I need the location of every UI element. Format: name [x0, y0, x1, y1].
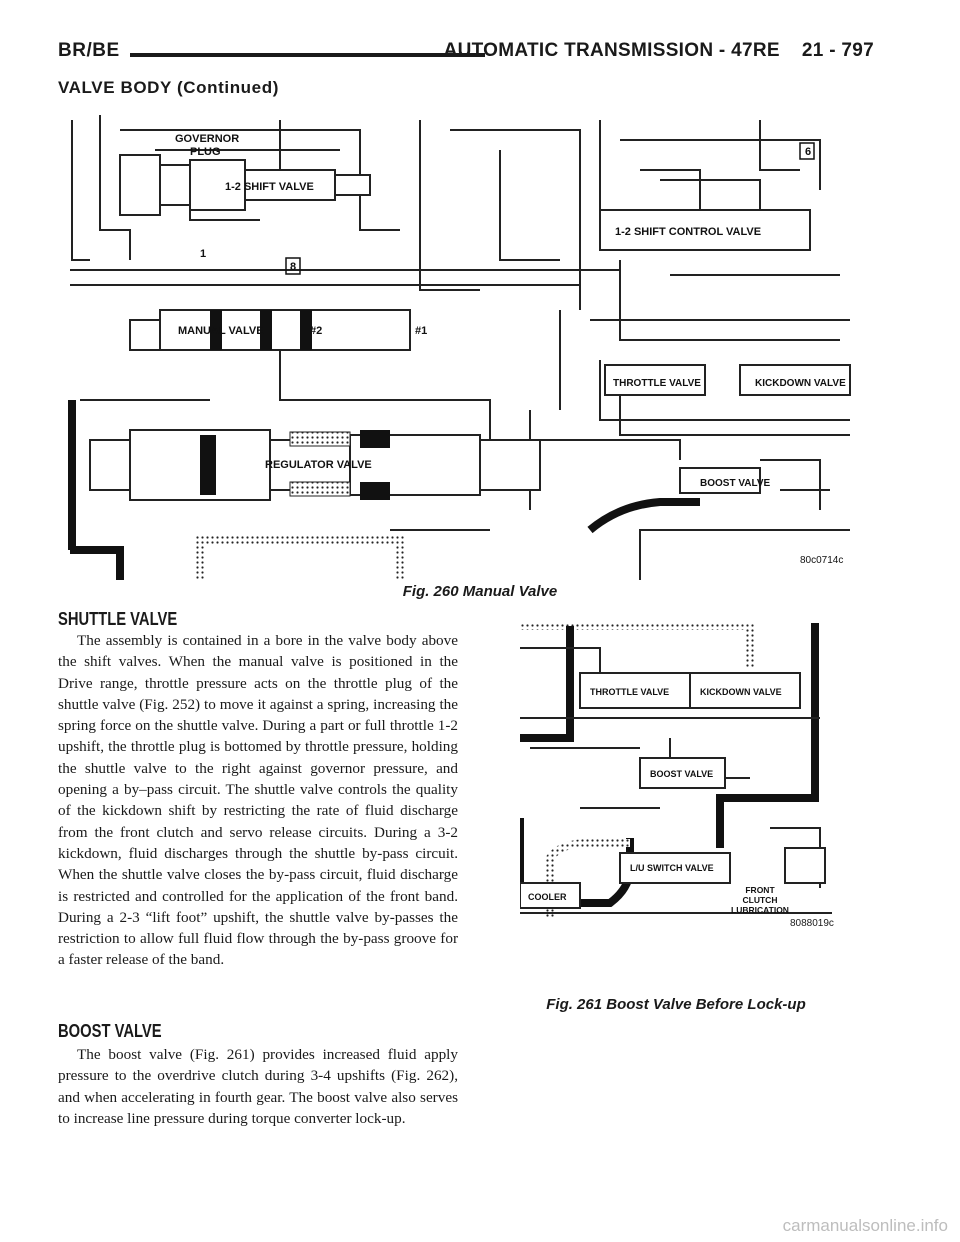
fig2-label-lu-switch-valve: L/U SWITCH VALVE	[630, 863, 714, 873]
figure2-caption: Fig. 261 Boost Valve Before Lock-up	[546, 996, 806, 1013]
label-throttle-valve: THROTTLE VALVE	[613, 378, 701, 389]
label-1-2-shift-valve: 1-2 SHIFT VALVE	[225, 181, 314, 193]
section-title: VALVE BODY (Continued)	[58, 78, 279, 97]
figure-boost-valve-diagram: THROTTLE VALVE KICKDOWN VALVE BOOST VALV…	[520, 618, 832, 918]
shuttle-valve-text: The assembly is contained in a bore in t…	[58, 632, 458, 969]
watermark: carmanualsonline.info	[782, 1216, 948, 1235]
heading-boost-valve: BOOST VALVE	[58, 1021, 162, 1041]
fig2-label-clutch: CLUTCH	[743, 895, 778, 905]
label-boost-valve: BOOST VALVE	[700, 478, 771, 489]
callout-8: 8	[290, 261, 296, 273]
figure-manual-valve-diagram: GOVERNOR PLUG 1-2 SHIFT VALVE 1-2 SHIFT …	[60, 110, 852, 580]
label-kickdown-valve: KICKDOWN VALVE	[755, 378, 846, 389]
label-manual-valve: MANUAL VALVE	[178, 325, 264, 337]
boost-valve-text: The boost valve (Fig. 261) provides incr…	[58, 1046, 458, 1127]
figure2-code: 8088019c	[790, 918, 834, 929]
label-regulator-valve: REGULATOR VALVE	[265, 459, 372, 471]
label-plug: PLUG	[190, 146, 221, 158]
label-position-2: #2	[310, 325, 322, 337]
heading-shuttle-valve: SHUTTLE VALVE	[58, 609, 178, 629]
boost-valve-paragraph: The boost valve (Fig. 261) provides incr…	[58, 1044, 458, 1129]
figure1-code: 80c0714c	[800, 555, 843, 566]
fig2-label-kickdown-valve: KICKDOWN VALVE	[700, 687, 782, 697]
fig2-label-throttle-valve: THROTTLE VALVE	[590, 687, 669, 697]
fig2-label-cooler: COOLER	[528, 892, 567, 902]
header-page-number: 21 - 797	[801, 40, 874, 61]
header-title: AUTOMATIC TRANSMISSION - 47RE	[443, 40, 780, 61]
figure1-caption: Fig. 260 Manual Valve	[402, 583, 558, 600]
callout-6: 6	[805, 146, 811, 158]
label-1-2-shift-control-valve: 1-2 SHIFT CONTROL VALVE	[615, 226, 761, 238]
header-rule	[130, 53, 485, 57]
fig2-label-boost-valve: BOOST VALVE	[650, 769, 713, 779]
header-title-block: AUTOMATIC TRANSMISSION - 47RE 21 - 797	[444, 40, 874, 62]
fig2-label-front: FRONT	[745, 885, 775, 895]
fig2-label-lubrication: LUBRICATION	[731, 905, 789, 915]
shuttle-valve-paragraph: The assembly is contained in a bore in t…	[58, 630, 458, 971]
label-governor: GOVERNOR	[175, 133, 239, 145]
header-model: BR/BE	[58, 40, 120, 61]
callout-1: 1	[200, 248, 206, 260]
label-position-1: #1	[415, 325, 427, 337]
